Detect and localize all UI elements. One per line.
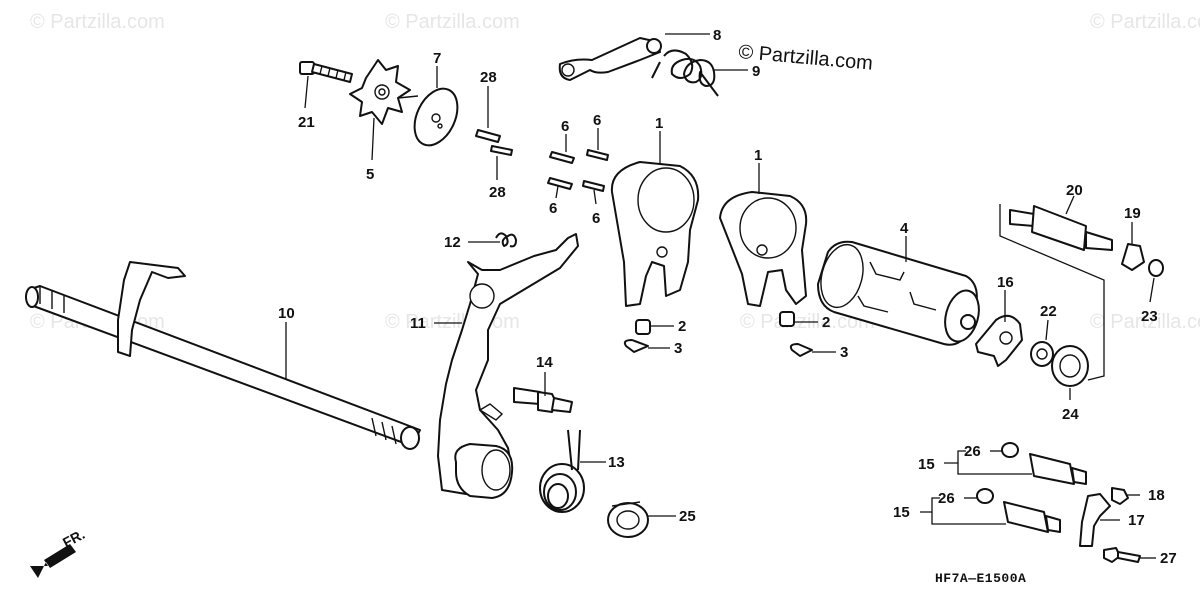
callout-19: 19	[1124, 205, 1141, 222]
bolt-part[interactable]	[299, 61, 353, 83]
callout-28: 28	[480, 69, 497, 86]
dowel-pin-part[interactable]	[475, 129, 513, 156]
gearshift-spring-part[interactable]	[539, 429, 585, 513]
gearshift-spindle-part[interactable]	[25, 261, 421, 450]
stopper-spring-part[interactable]	[651, 49, 719, 97]
callout-22: 22	[1040, 303, 1057, 320]
callout-12: 12	[444, 234, 461, 251]
callout-16: 16	[997, 274, 1014, 291]
callout-3: 3	[840, 344, 848, 361]
bearing-part[interactable]	[1051, 345, 1089, 387]
watermark: © Partzilla.com	[385, 11, 520, 33]
callout-3: 3	[674, 340, 682, 357]
shift-drum-plate-part[interactable]	[397, 82, 466, 152]
diagram-code: HF7A—E1500A	[935, 571, 1026, 586]
callout-24: 24	[1062, 406, 1079, 423]
shift-drum-center-part[interactable]	[349, 59, 411, 125]
callout-2: 2	[678, 318, 686, 335]
shoulder-bolt-part[interactable]	[1029, 453, 1087, 485]
leader-lines	[285, 33, 1156, 559]
callout-25: 25	[679, 508, 696, 525]
callout-6: 6	[593, 112, 601, 129]
callout-13: 13	[608, 454, 625, 471]
callout-15: 15	[893, 504, 910, 521]
callout-1: 1	[754, 147, 762, 164]
callout-6: 6	[549, 200, 557, 217]
drum-stopper-arm-part[interactable]	[558, 37, 662, 81]
return-spring-part[interactable]	[495, 232, 517, 248]
collar-part[interactable]	[1121, 243, 1145, 271]
fork-pin-part[interactable]	[547, 149, 609, 192]
stopper-bolt-part[interactable]	[1009, 205, 1113, 251]
watermark: © Partzilla.com	[1090, 11, 1200, 33]
callouts: 21 5 7 28 28 6 6 6 6 1 1 8 9 10 12 11 14…	[278, 27, 1177, 567]
oil-seal-part[interactable]	[607, 501, 649, 538]
callout-15: 15	[918, 456, 935, 473]
shift-drum-part[interactable]	[814, 240, 984, 346]
shift-fork-part[interactable]	[610, 161, 700, 307]
callout-26: 26	[938, 490, 955, 507]
shoulder-bolt-part[interactable]	[1003, 501, 1061, 533]
callout-11: 11	[410, 315, 426, 332]
shift-arm-pin-part[interactable]	[513, 387, 573, 413]
callout-6: 6	[561, 118, 569, 135]
callout-9: 9	[752, 63, 760, 80]
o-ring-part[interactable]	[976, 442, 1019, 504]
callout-14: 14	[536, 354, 553, 371]
callout-17: 17	[1128, 512, 1145, 529]
callout-28: 28	[489, 184, 506, 201]
callout-2: 2	[822, 314, 830, 331]
callout-21: 21	[298, 114, 315, 131]
washer-part[interactable]	[1030, 341, 1054, 367]
front-label: FR.	[60, 526, 87, 551]
callout-10: 10	[278, 305, 295, 322]
nut-part[interactable]	[1111, 487, 1129, 505]
gearshift-arm-part[interactable]	[437, 233, 579, 499]
callout-5: 5	[366, 166, 374, 183]
watermark: © Partzilla.com	[385, 311, 520, 333]
callout-7: 7	[433, 50, 441, 67]
callout-4: 4	[900, 220, 909, 237]
callout-6: 6	[592, 210, 600, 227]
circlip-part[interactable]	[1148, 259, 1164, 277]
callout-23: 23	[1141, 308, 1158, 325]
callout-18: 18	[1148, 487, 1165, 504]
drum-plate-part[interactable]	[975, 314, 1023, 367]
callout-27: 27	[1160, 550, 1177, 567]
cotter-pin-part[interactable]	[623, 339, 813, 357]
watermark: © Partzilla.com	[1090, 311, 1200, 333]
callout-26: 26	[964, 443, 981, 460]
callout-20: 20	[1066, 182, 1083, 199]
callout-8: 8	[713, 27, 721, 44]
flange-bolt-part[interactable]	[1103, 547, 1141, 563]
front-direction-arrow: FR.	[30, 526, 87, 578]
stay-bracket-part[interactable]	[1079, 493, 1111, 547]
shift-fork-part[interactable]	[719, 191, 808, 307]
callout-1: 1	[655, 115, 663, 132]
watermark: © Partzilla.com	[30, 11, 165, 33]
guide-pin-part[interactable]	[635, 311, 795, 335]
